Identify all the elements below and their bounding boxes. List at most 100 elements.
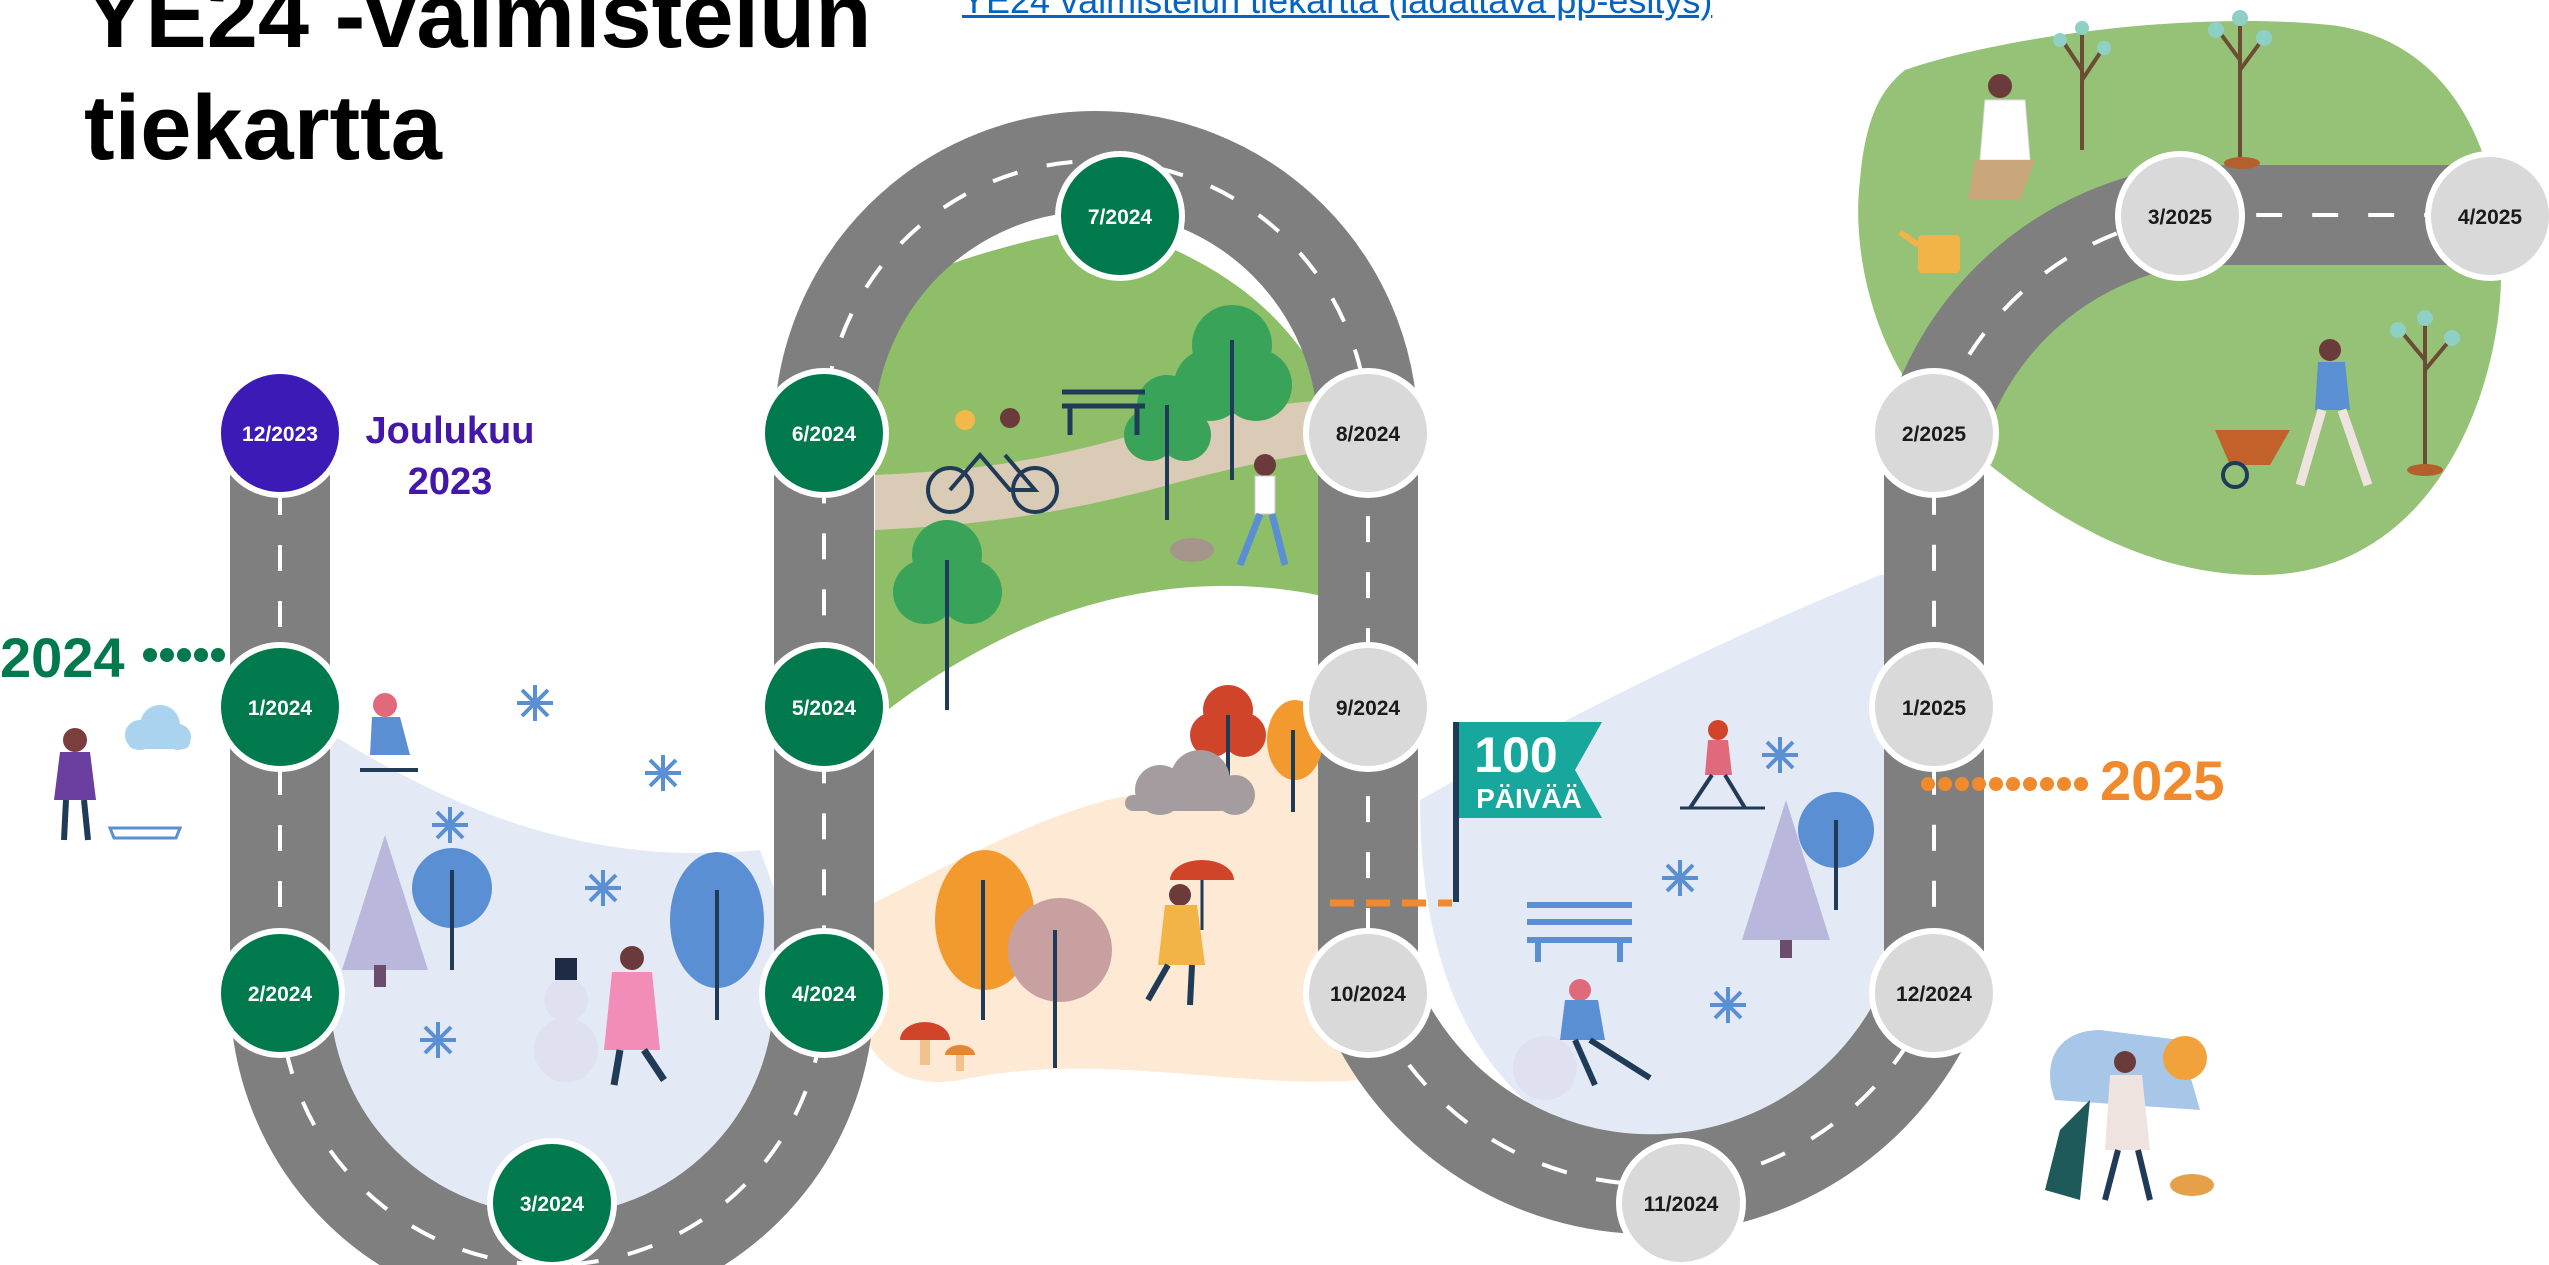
snowflake-icon [1710,987,1746,1023]
milestone-circle [759,642,889,772]
milestone-node: 1/2024 [215,642,345,772]
milestone-circle [1616,1138,1746,1265]
year-dots-2024 [143,648,225,662]
pine-tree-icon [342,835,428,987]
milestone-circle [215,368,345,498]
milestone-label: 4/2025 [2458,206,2523,229]
snowflake-icon [585,870,621,906]
milestone-label: 5/2024 [792,697,857,720]
snowflake-icon [432,807,468,843]
park-path [875,400,1340,530]
snowflake-icon [420,1022,456,1058]
mushroom-icon [900,1022,975,1071]
skier-icon [1680,720,1765,810]
milestone-circle [1869,928,1999,1058]
milestone-circle [2425,151,2549,281]
milestone-label: 12/2023 [242,423,318,446]
page-title: YE24 -valmistelun tiekartta [84,0,872,179]
download-presentation-link[interactable]: YE24 valmistelun tiekartta (ladattava pp… [962,0,1713,21]
person-icon [2045,1030,2214,1201]
pine-tree-icon [1742,800,1830,958]
tree-icon [1174,305,1292,480]
milestone-node: 4/2025 [2425,151,2549,281]
snowman-icon [534,958,598,1082]
milestone-node: 10/2024 [1303,928,1433,1058]
person-icon [1968,74,2035,200]
milestone-circle [2115,151,2245,281]
milestone-circle [1055,151,1185,281]
milestone-node: 1/2025 [1869,642,1999,772]
milestone-label: 1/2025 [1902,697,1967,720]
milestone-label: 8/2024 [1336,423,1401,446]
winter-area-2 [1420,575,1960,1170]
milestone-label: 10/2024 [1330,983,1406,1006]
person-icon [1170,454,1289,567]
bench-icon [1527,902,1632,962]
milestone-node: 9/2024 [1303,642,1433,772]
milestone-node: 2/2024 [215,928,345,1058]
start-year-label: 2023 [408,461,493,503]
tree-icon [1190,685,1266,790]
snowflake-icon [645,755,681,791]
tree-icon [1008,898,1112,1068]
milestone-node: 8/2024 [1303,368,1433,498]
milestone-circle [1303,368,1433,498]
milestone-label: 2/2024 [248,983,313,1006]
snowflake-icon [1662,860,1698,896]
tree-icon [2390,310,2460,476]
milestone-label: 9/2024 [1336,697,1401,720]
flag-number: 100 [1474,727,1557,783]
milestone-label: 6/2024 [792,423,857,446]
sled-icon [360,693,418,772]
snowflake-icon [1762,737,1798,773]
milestone-circle [1869,642,1999,772]
milestone-node: 12/2024 [1869,928,1999,1058]
wheelbarrow-icon [2215,339,2373,489]
milestone-circle [759,928,889,1058]
bicycle-icon [926,408,1059,514]
milestone-label: 7/2024 [1088,206,1153,229]
milestone-label: 1/2024 [248,697,313,720]
tree-icon [2053,21,2111,150]
tree-icon [670,852,764,1020]
tree-icon [1124,375,1211,520]
milestone-label: 4/2024 [792,983,857,1006]
milestone-label: 3/2025 [2148,206,2213,229]
milestone-circle [1303,642,1433,772]
tree-icon [893,520,1002,710]
tree-icon [2208,10,2272,169]
milestone-node: 12/2023 [215,368,345,498]
milestone-node: 6/2024 [759,368,889,498]
flag-text: PÄIVÄÄ [1476,783,1582,814]
person-icon [54,728,183,841]
milestone-node: 3/2024 [487,1138,617,1265]
flag-icon: 100 PÄIVÄÄ [1330,722,1602,907]
umbrella-icon [1145,860,1234,1006]
milestone-label: 2/2025 [1902,423,1967,446]
milestone-label: 11/2024 [1644,1193,1719,1216]
milestone-node: 4/2024 [759,928,889,1058]
milestones: 12/2023 1/2024 2/2024 3/2024 4/2024 5/2024 6/2… [215,151,2549,1265]
milestone-node: 7/2024 [1055,151,1185,281]
year-marker-2025: 2025 [1921,749,2225,812]
milestone-circle [215,928,345,1058]
snowflake-icon [517,685,553,721]
tree-icon [412,848,492,970]
person-icon [604,946,667,1086]
milestone-node: 11/2024 [1616,1138,1746,1265]
milestone-label: 3/2024 [520,1193,585,1216]
year-marker-2024: 2024 [0,626,225,689]
year-label-2025: 2025 [2100,749,2225,812]
milestone-label: 12/2024 [1896,983,1972,1006]
person-icon [1513,979,1652,1100]
bench-icon [1062,389,1145,435]
milestone-circle [759,368,889,498]
milestone-circle [1303,928,1433,1058]
milestone-circle [487,1138,617,1265]
cloud-icon [125,705,191,750]
milestone-circle [1869,368,1999,498]
decorations [54,10,2460,1201]
milestone-node: 2/2025 [1869,368,1999,498]
year-dots-2025 [1921,777,2088,791]
